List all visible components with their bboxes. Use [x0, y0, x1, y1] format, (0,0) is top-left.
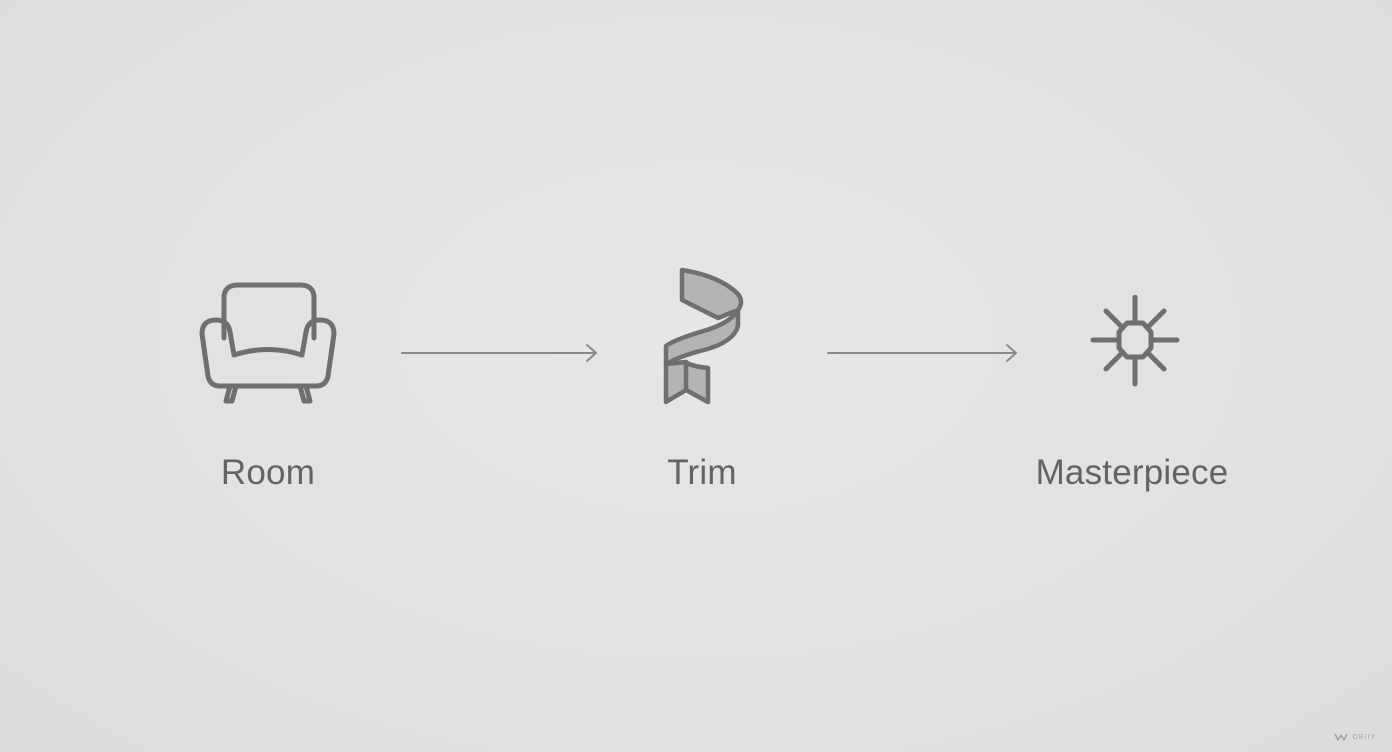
step-label-masterpiece: Masterpiece: [1035, 453, 1229, 492]
ribbon-trim-icon: [663, 267, 744, 405]
arrow-right-icon: [827, 344, 1017, 362]
watermark: OBIIY: [1334, 732, 1376, 742]
logo-icon: [1334, 733, 1349, 741]
step-label-trim: Trim: [667, 453, 737, 492]
sparkle-burst-icon: [1090, 295, 1180, 387]
arrow-right-icon: [401, 344, 597, 362]
armchair-icon: [199, 282, 337, 404]
watermark-text: OBIIY: [1352, 733, 1376, 741]
step-label-room: Room: [220, 453, 316, 492]
